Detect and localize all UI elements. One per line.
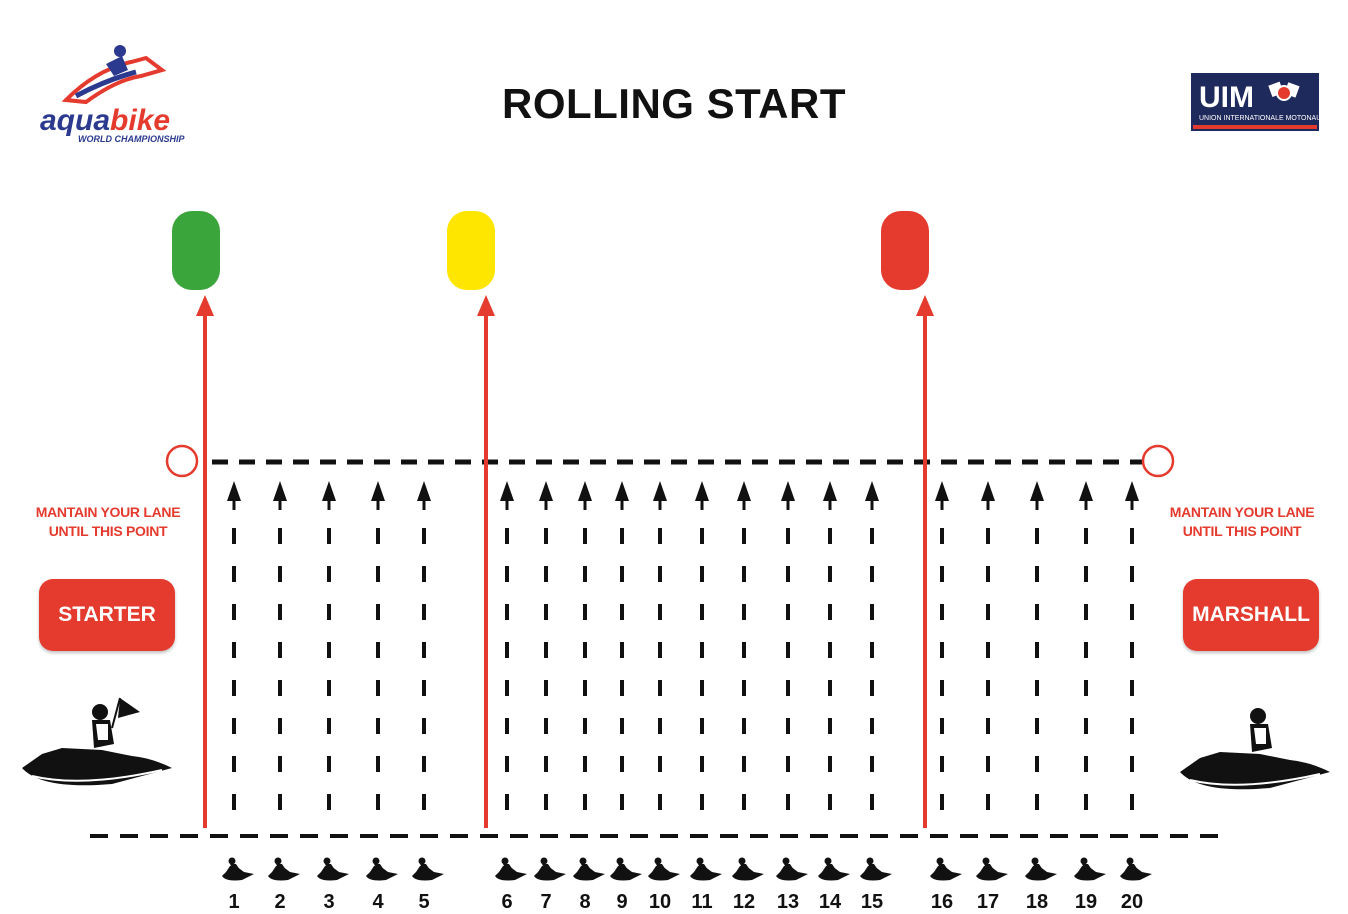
green-light bbox=[172, 211, 220, 290]
jetski-icon-18 bbox=[1025, 858, 1057, 881]
lane-number-2: 2 bbox=[274, 891, 285, 914]
lane-number-10: 10 bbox=[649, 891, 671, 914]
lane-number-5: 5 bbox=[418, 891, 429, 914]
lane-number-4: 4 bbox=[372, 891, 383, 914]
jetski-icon-14 bbox=[818, 858, 850, 881]
jetski-icon-8 bbox=[573, 858, 605, 881]
red-light bbox=[881, 211, 929, 290]
lane-number-3: 3 bbox=[323, 891, 334, 914]
jetski-icon-5 bbox=[412, 858, 444, 881]
lane-number-7: 7 bbox=[540, 891, 551, 914]
aquabike-wordmark: aquabike bbox=[40, 104, 170, 137]
starter-badge: STARTER bbox=[39, 579, 175, 651]
jetski-icon-16 bbox=[930, 858, 962, 881]
lane-number-9: 9 bbox=[616, 891, 627, 914]
jetski-icon-1 bbox=[222, 858, 254, 881]
lane-number-15: 15 bbox=[861, 891, 883, 914]
lane-number-6: 6 bbox=[501, 891, 512, 914]
lane-number-14: 14 bbox=[819, 891, 841, 914]
jetski-icon-13 bbox=[776, 858, 808, 881]
aquabike-subtitle: WORLD CHAMPIONSHIP bbox=[78, 134, 185, 144]
jetski-icon-15 bbox=[860, 858, 892, 881]
lane-number-20: 20 bbox=[1121, 891, 1143, 914]
light-arrowhead-2 bbox=[477, 295, 495, 316]
aquabike-logo: aquabike WORLD CHAMPIONSHIP bbox=[36, 40, 186, 150]
lane-number-17: 17 bbox=[977, 891, 999, 914]
jetski-icon-2 bbox=[268, 858, 300, 881]
svg-text:UNION INTERNATIONALE MOTONAUTI: UNION INTERNATIONALE MOTONAUTIQUE bbox=[1199, 115, 1319, 122]
lane-number-11: 11 bbox=[691, 891, 712, 914]
jetski-icon-17 bbox=[976, 858, 1008, 881]
page-title: ROLLING START bbox=[0, 80, 1348, 128]
jetski-icon-20 bbox=[1120, 858, 1152, 881]
jetski-icon-3 bbox=[317, 858, 349, 881]
jetski-icon-9 bbox=[610, 858, 642, 881]
lane-number-8: 8 bbox=[579, 891, 590, 914]
jetski-icon-6 bbox=[495, 858, 527, 881]
svg-text:UIM: UIM bbox=[1199, 81, 1254, 114]
note-maintain-lane-right: MANTAIN YOUR LANE UNTIL THIS POINT bbox=[1157, 503, 1327, 541]
line-marker-right bbox=[1143, 446, 1173, 476]
lane-number-18: 18 bbox=[1026, 891, 1048, 914]
jetski-icon-4 bbox=[366, 858, 398, 881]
uim-logo: UIM UNION INTERNATIONALE MOTONAUTIQUE bbox=[1191, 73, 1319, 131]
lane-number-1: 1 bbox=[228, 891, 239, 914]
jetski-icon-12 bbox=[732, 858, 764, 881]
starter-jetski-icon bbox=[22, 698, 172, 785]
yellow-light bbox=[447, 211, 495, 290]
jetski-icon-11 bbox=[690, 858, 722, 881]
jetski-icon-7 bbox=[534, 858, 566, 881]
lane-number-16: 16 bbox=[931, 891, 953, 914]
lane-number-12: 12 bbox=[733, 891, 755, 914]
note-maintain-lane-left: MANTAIN YOUR LANE UNTIL THIS POINT bbox=[23, 503, 193, 541]
light-arrowhead-3 bbox=[916, 295, 934, 316]
lane-number-19: 19 bbox=[1075, 891, 1097, 914]
marshall-jetski-icon bbox=[1180, 708, 1330, 789]
light-arrowhead-1 bbox=[196, 295, 214, 316]
marshall-badge: MARSHALL bbox=[1183, 579, 1319, 651]
jetski-icon-19 bbox=[1074, 858, 1106, 881]
jetski-icon-10 bbox=[648, 858, 680, 881]
line-marker-left bbox=[167, 446, 197, 476]
lane-number-13: 13 bbox=[777, 891, 799, 914]
